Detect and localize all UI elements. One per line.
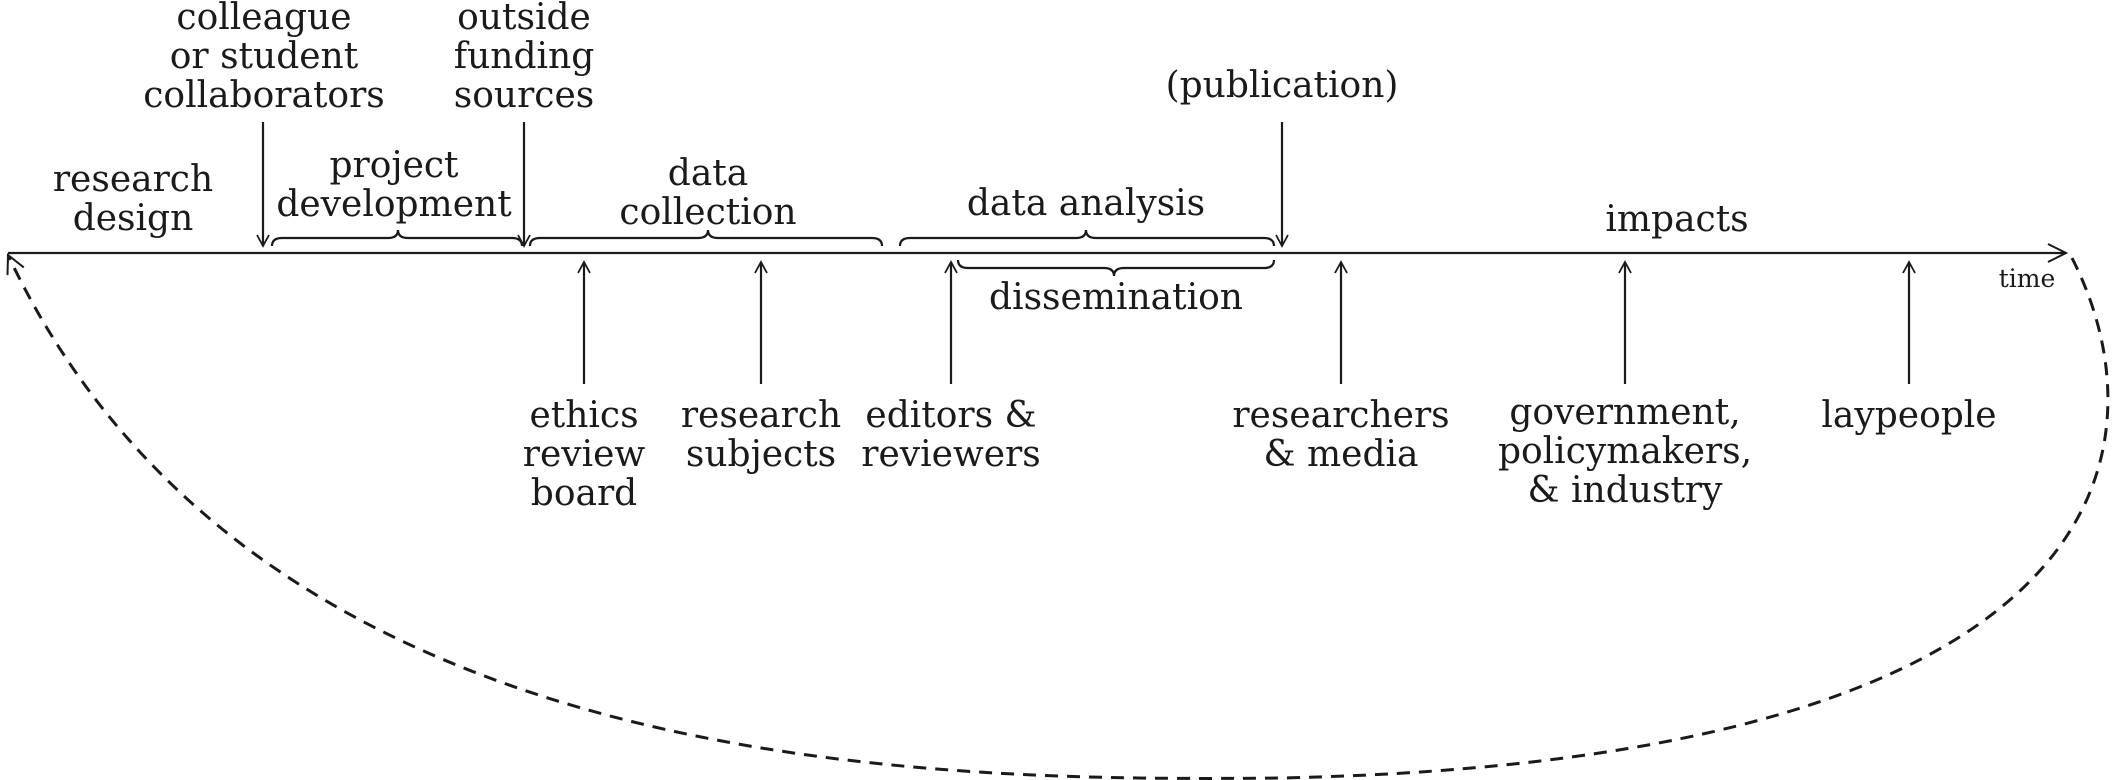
stage-data-collection: data collection <box>619 153 797 233</box>
data-collection-brace <box>528 229 884 247</box>
label-ethics-review-board: ethics review board <box>522 395 646 514</box>
time-axis-label: time <box>1998 264 2056 293</box>
dissemination-brace <box>956 259 1276 277</box>
project-development-brace <box>270 229 524 247</box>
label-researchers-media: researchers & media <box>1232 395 1450 475</box>
stage-dissemination: dissemination <box>989 277 1243 318</box>
stage-project-development: project development <box>276 145 512 225</box>
label-collaborators: colleague or student collaborators <box>143 0 385 116</box>
label-research-subjects: research subjects <box>680 395 842 475</box>
stage-data-analysis: data analysis <box>966 183 1206 224</box>
label-publication: (publication) <box>1165 65 1399 106</box>
label-funding-sources: outside funding sources <box>453 0 595 116</box>
label-editors-reviewers: editors & reviewers <box>861 395 1041 475</box>
label-government-industry: government, policymakers, & industry <box>1497 392 1753 511</box>
label-laypeople: laypeople <box>1821 395 1997 436</box>
stage-research-design: research design <box>52 159 214 239</box>
data-analysis-brace <box>898 229 1276 247</box>
stage-impacts: impacts <box>1605 199 1749 240</box>
feedback-loop-arrow <box>8 255 2110 780</box>
